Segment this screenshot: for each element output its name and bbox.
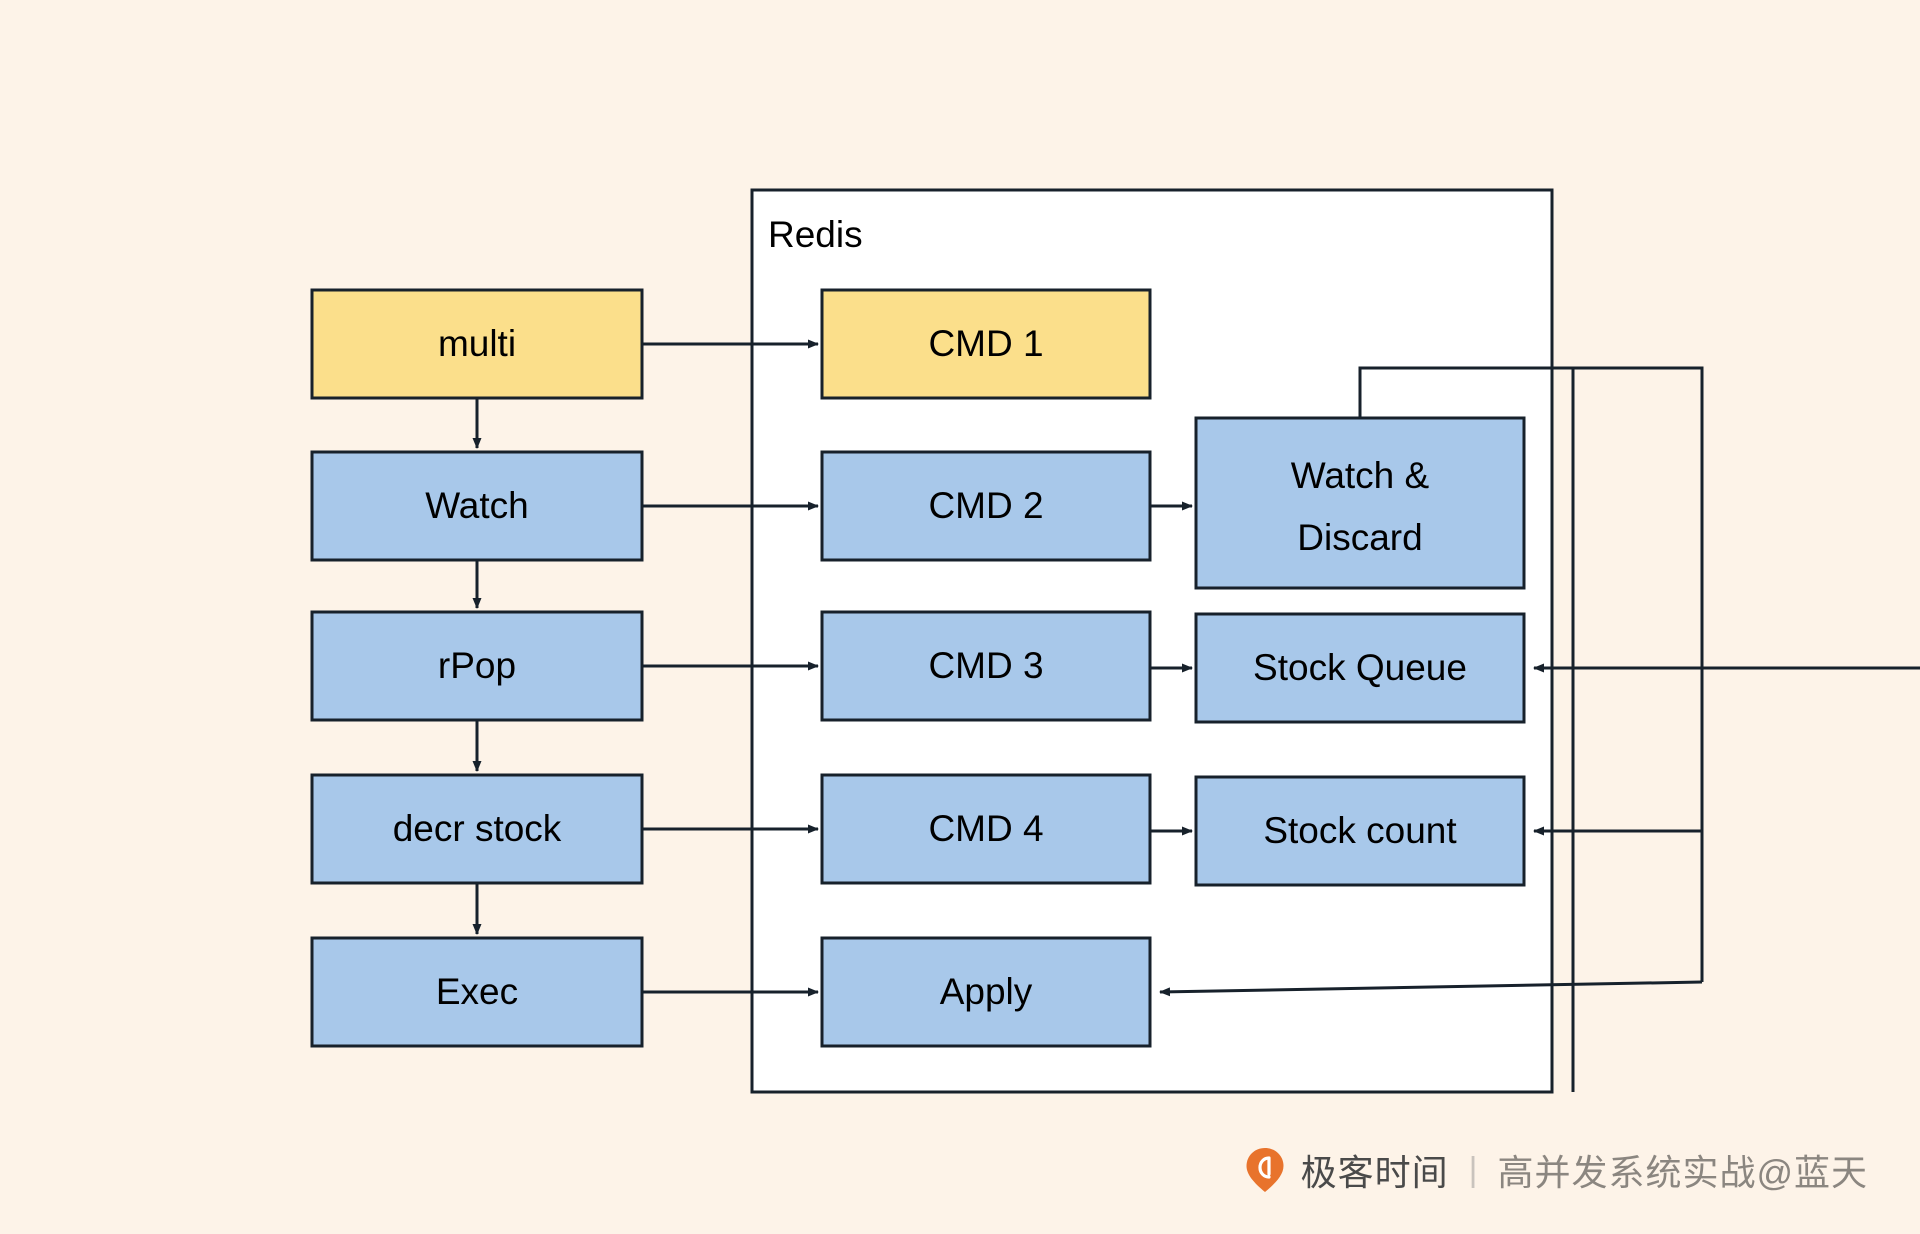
node-rpop[interactable]: rPop — [310, 610, 644, 722]
redis-container-label: Redis — [768, 214, 863, 255]
geekbang-logo-icon — [1246, 1148, 1284, 1192]
node-cmd-4-label: CMD 4 — [928, 808, 1043, 849]
watermark-brand: 极客时间 — [1300, 1152, 1449, 1193]
watermark: 极客时间 | 高并发系统实战@蓝天 — [1245, 1144, 1868, 1196]
node-decr-stock[interactable]: decr stock — [310, 773, 644, 885]
node-cmd-3[interactable]: CMD 3 — [820, 610, 1152, 722]
node-decr-stock-label: decr stock — [393, 808, 562, 849]
node-cmd-1-label: CMD 1 — [928, 323, 1043, 364]
node-apply-label: Apply — [940, 971, 1033, 1012]
node-rpop-label: rPop — [438, 645, 516, 686]
node-multi-label: multi — [438, 323, 516, 364]
node-watch-discard[interactable]: Watch & Discard — [1194, 416, 1526, 590]
node-apply[interactable]: Apply — [820, 936, 1152, 1048]
edge-bus-to-apply — [1159, 980, 1703, 997]
node-watch-label: Watch — [425, 485, 528, 526]
node-watch-discard-label-line2: Discard — [1297, 517, 1422, 558]
node-multi[interactable]: multi — [310, 288, 644, 400]
watermark-tagline: 高并发系统实战@蓝天 — [1497, 1152, 1868, 1193]
node-stock-count[interactable]: Stock count — [1194, 775, 1526, 887]
node-stock-count-label: Stock count — [1263, 810, 1457, 851]
node-stock-queue[interactable]: Stock Queue — [1194, 612, 1526, 724]
node-cmd-1[interactable]: CMD 1 — [820, 288, 1152, 400]
node-cmd-3-label: CMD 3 — [928, 645, 1043, 686]
edge-watchdiscard-to-bus — [1358, 366, 1704, 982]
node-cmd-2[interactable]: CMD 2 — [820, 450, 1152, 562]
node-exec-label: Exec — [436, 971, 518, 1012]
watermark-separator: | — [1468, 1150, 1478, 1189]
node-cmd-4[interactable]: CMD 4 — [820, 773, 1152, 885]
node-cmd-2-label: CMD 2 — [928, 485, 1043, 526]
node-stock-queue-label: Stock Queue — [1253, 647, 1467, 688]
node-watch-discard-label-line1: Watch & — [1291, 455, 1430, 496]
node-watch[interactable]: Watch — [310, 450, 644, 562]
node-exec[interactable]: Exec — [310, 936, 644, 1048]
